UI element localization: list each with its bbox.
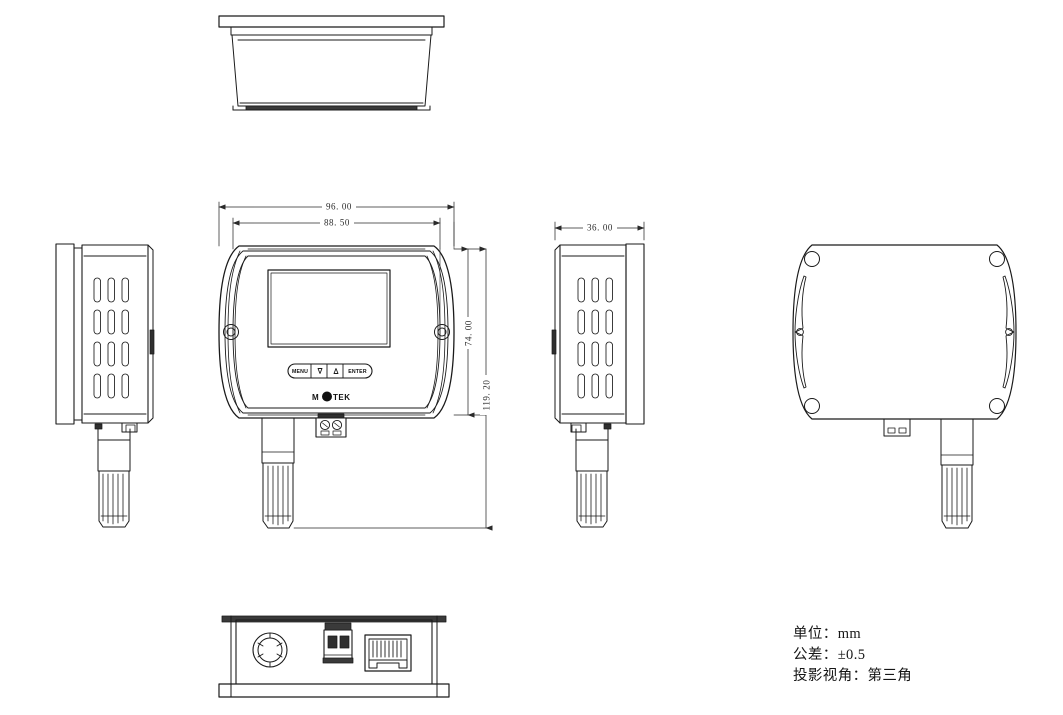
- note-unit: 单位：mm: [793, 626, 862, 642]
- right-side-view: [551, 243, 645, 528]
- button-label-menu: MENU: [292, 369, 308, 375]
- front-view: [218, 245, 455, 529]
- drawing-notes: 单位：mm 公差：±0.5 投影视角：第三角: [793, 624, 912, 687]
- rear-view: [792, 244, 1017, 529]
- dim-overall-width: 96. 00: [326, 202, 352, 212]
- lcd-display: [267, 269, 391, 348]
- terminal-block: [322, 622, 354, 664]
- top-view: [218, 15, 445, 111]
- dim-body-height: 74. 00: [464, 320, 474, 346]
- bottom-view: [218, 615, 450, 698]
- button-strip[interactable]: [287, 363, 373, 379]
- note-tolerance: 公差：±0.5: [793, 647, 866, 663]
- note-projection: 投影视角：第三角: [793, 668, 913, 684]
- dim-overall-height: 119. 20: [482, 380, 492, 411]
- button-label-enter: ENTER: [348, 369, 367, 375]
- rj45-jack: [364, 634, 412, 672]
- logo-dot-icon: [322, 391, 332, 402]
- cable-gland: [252, 632, 288, 668]
- logo-suffix: TEK: [333, 393, 351, 402]
- logo-prefix: M: [312, 393, 319, 402]
- front-terminal-block: [315, 413, 347, 438]
- button-labels: MENU ENTER: [292, 369, 367, 375]
- left-side-view: [55, 243, 155, 528]
- brand-logo: M TEK: [312, 391, 351, 402]
- dim-body-width: 88. 50: [324, 218, 350, 228]
- dim-body-depth: 36. 00: [587, 223, 613, 233]
- dimension-labels: 96. 00 88. 50 74. 00 119. 20 36. 00: [320, 200, 617, 415]
